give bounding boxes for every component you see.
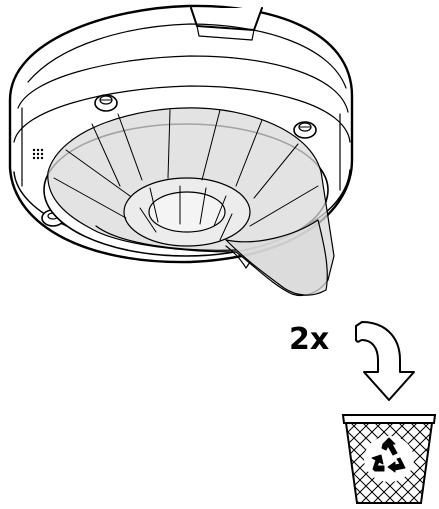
cover-tab: [225, 245, 251, 269]
quantity-label: 2x: [289, 322, 329, 357]
mount-bracket: [190, 7, 263, 31]
trash-bin-icon: [341, 414, 437, 504]
mount-bracket-lower: [196, 25, 255, 41]
curved-arrow-down-icon: [355, 321, 415, 401]
cover-flap: [225, 219, 328, 296]
camera-top-rim: [27, 23, 347, 89]
cover-folds: [53, 109, 319, 241]
camera-lower-band: [13, 85, 351, 143]
protective-cover: [47, 107, 335, 297]
camera-upper-band: [17, 55, 349, 113]
lens-center: [148, 191, 226, 233]
screw-right: [293, 121, 317, 139]
quantity-instruction: 2x: [289, 321, 415, 401]
bin-rim: [341, 414, 437, 424]
cover-rim: [95, 225, 237, 251]
recycle-icon: [371, 437, 406, 473]
screw-left: [94, 94, 118, 112]
vent-left: [32, 148, 44, 160]
